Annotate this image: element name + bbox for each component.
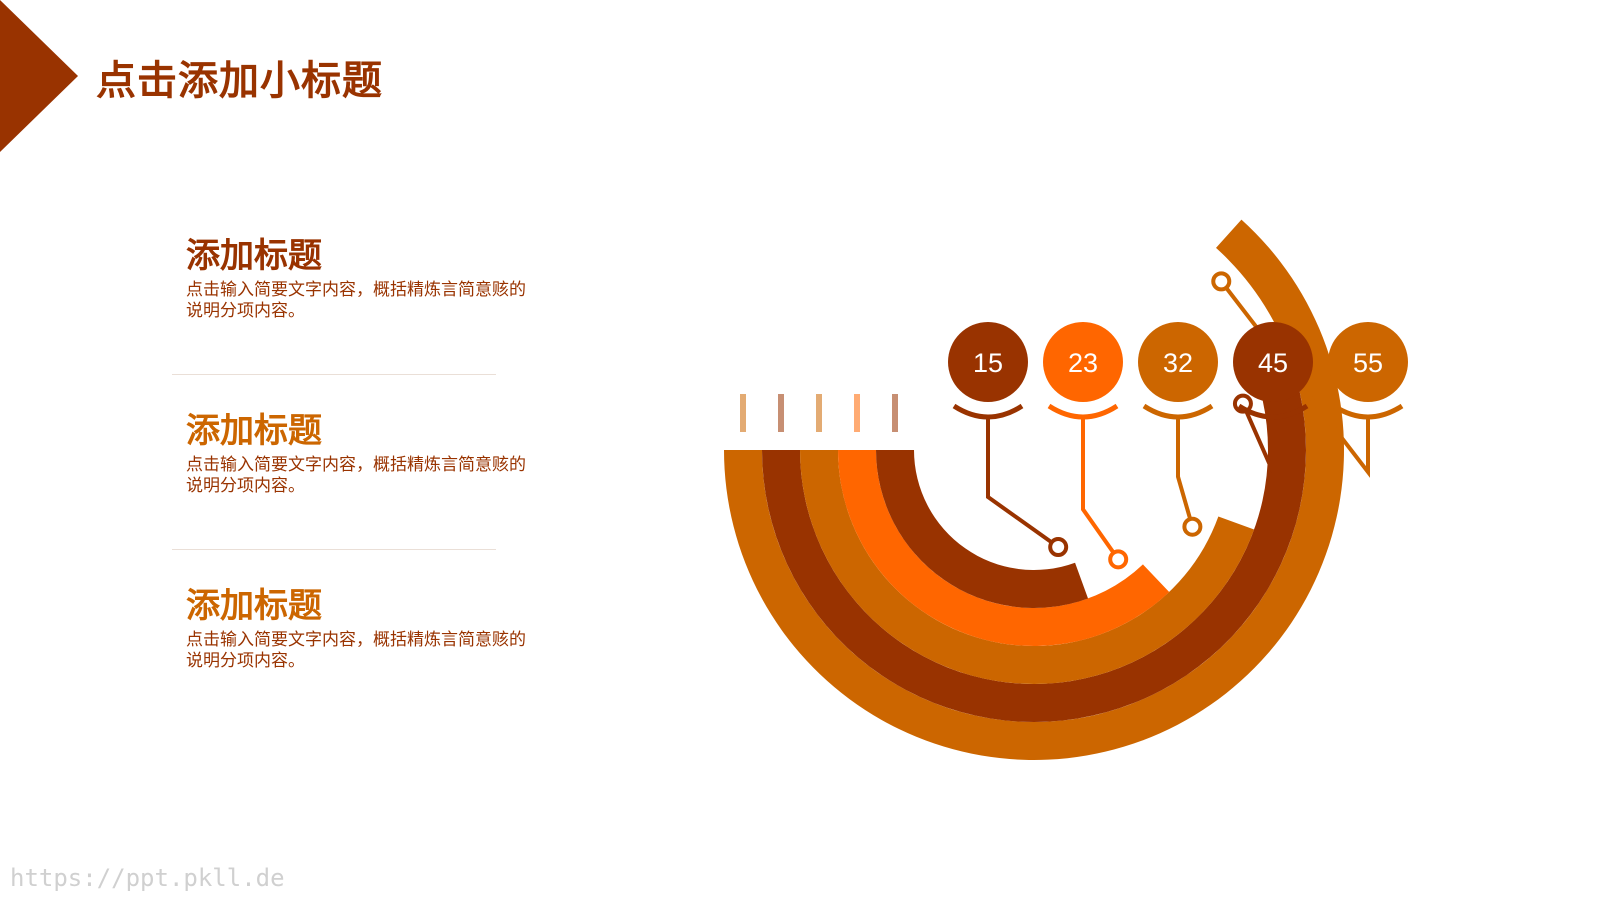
section-heading: 添加标题 (186, 236, 322, 276)
data-label: 32 (1163, 348, 1193, 378)
bubble-underline (1142, 403, 1214, 420)
bubble-underline (952, 403, 1024, 420)
value-bubble (1138, 322, 1218, 402)
value-bubble (948, 322, 1028, 402)
section-divider (172, 549, 496, 550)
section-body: 点击输入简要文字内容，概括精炼言简意赅的说明分项内容。 (186, 455, 526, 496)
connector-dot (1182, 516, 1203, 537)
section-heading: 添加标题 (186, 586, 322, 626)
bar-category-tick (740, 394, 746, 432)
bubble-underline (1332, 403, 1404, 420)
chart-bar (838, 450, 1170, 646)
section-heading: 添加标题 (186, 411, 322, 451)
data-label: 23 (1068, 348, 1098, 378)
watermark-url: https://ppt.pkll.de (10, 864, 285, 892)
chart-bar (723, 219, 1345, 760)
bar-category-tick (892, 394, 898, 432)
connector-dot (1048, 537, 1069, 558)
section-body: 点击输入简要文字内容，概括精炼言简意赅的说明分项内容。 (186, 280, 526, 321)
bar-category-tick (778, 394, 784, 432)
bubble-underline (1047, 403, 1119, 420)
data-label: 55 (1353, 348, 1383, 378)
connector-line (1176, 416, 1195, 528)
connector-dot (1108, 549, 1129, 570)
value-bubble (1233, 322, 1313, 402)
section-divider (172, 374, 496, 375)
slide-title: 点击添加小标题 (96, 58, 383, 104)
section-2: 添加标题 点击输入简要文字内容，概括精炼言简意赅的说明分项内容。 (186, 411, 546, 497)
connector-line (986, 416, 1060, 549)
chart-bar (800, 450, 1255, 684)
bar-category-tick (816, 394, 822, 432)
corner-arrow-decoration (0, 0, 78, 152)
connector-line (1241, 402, 1275, 473)
section-body: 点击输入简要文字内容，概括精炼言简意赅的说明分项内容。 (186, 630, 526, 671)
chart-bar (876, 450, 1089, 608)
section-3: 添加标题 点击输入简要文字内容，概括精炼言简意赅的说明分项内容。 (186, 586, 546, 672)
value-bubble (1328, 322, 1408, 402)
connector-dot (1211, 271, 1232, 292)
data-label: 15 (973, 348, 1003, 378)
connector-line (1081, 416, 1120, 561)
bar-category-tick (854, 394, 860, 432)
data-label: 45 (1258, 348, 1288, 378)
section-1: 添加标题 点击输入简要文字内容，概括精炼言简意赅的说明分项内容。 (186, 236, 546, 322)
value-bubble (1043, 322, 1123, 402)
bubble-underline (1237, 403, 1309, 420)
